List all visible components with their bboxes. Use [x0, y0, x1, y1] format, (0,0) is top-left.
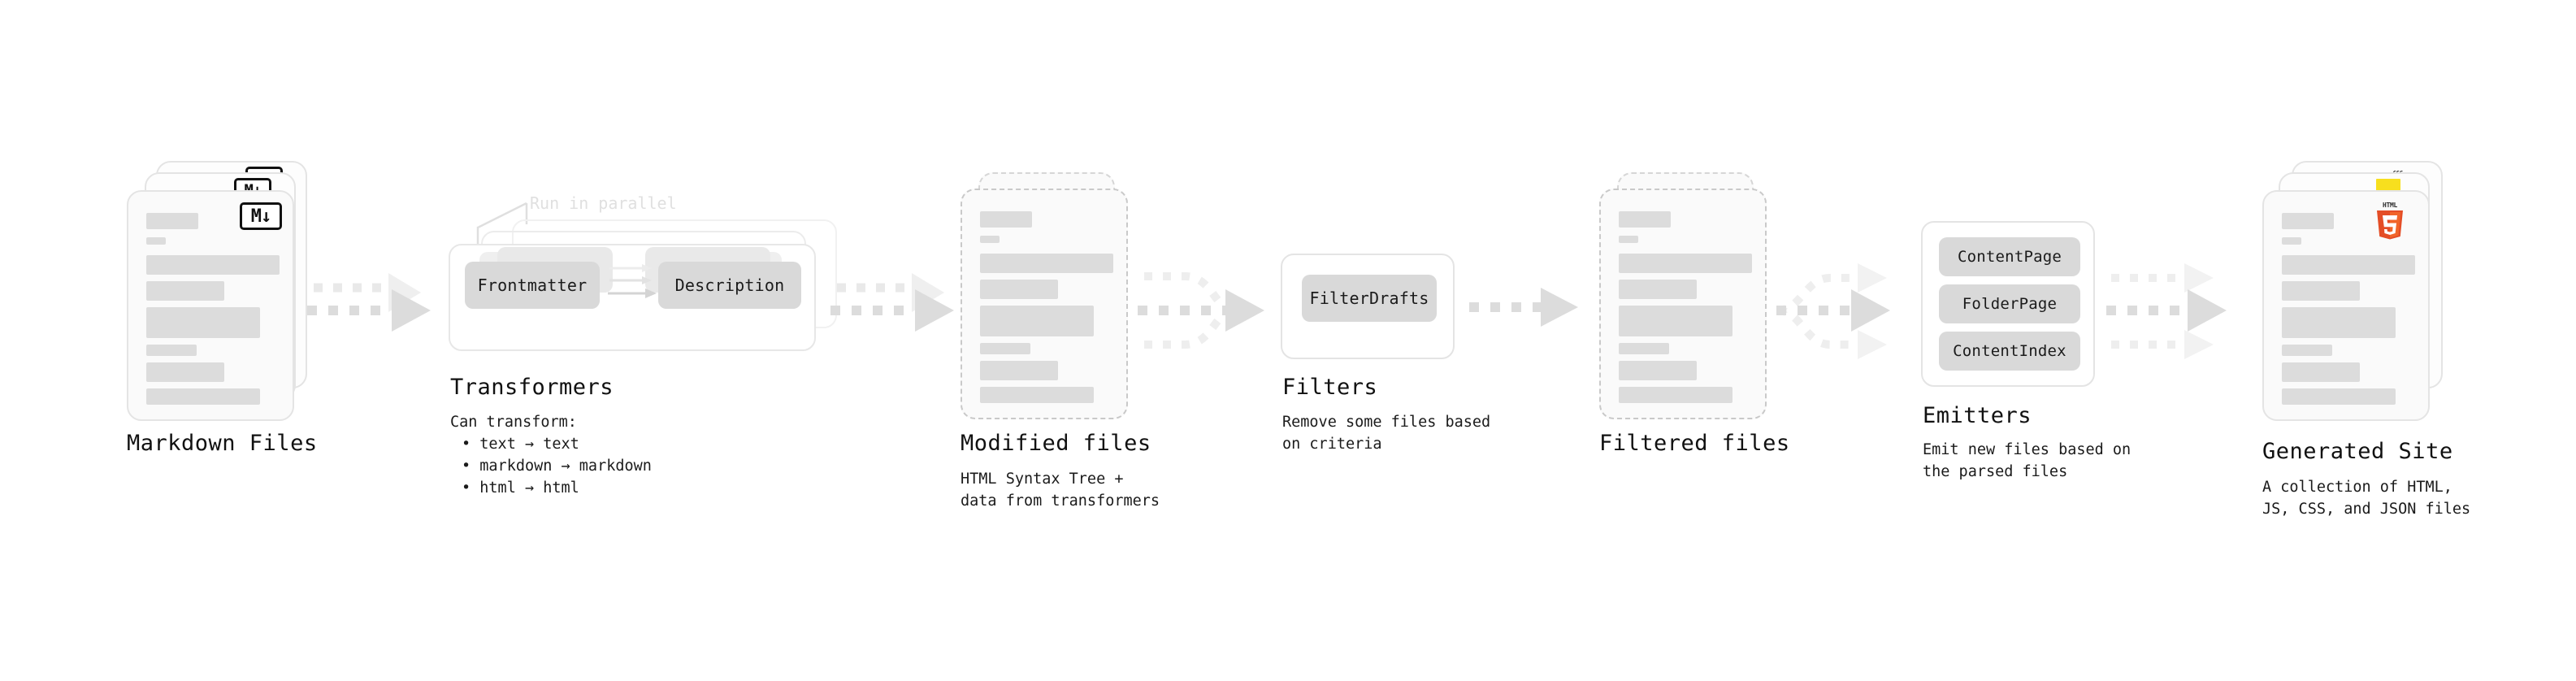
- transformers-subtitle: Can transform:: [450, 414, 577, 431]
- emitters-subtitle: Emit new files based on the parsed files: [1923, 441, 2131, 480]
- modified-files-stack: [961, 172, 1147, 432]
- skeleton-bar: [2282, 213, 2334, 229]
- skeleton-bar: [2282, 255, 2415, 275]
- skeleton-bar: [980, 387, 1094, 403]
- skeleton-bar: [980, 236, 1000, 243]
- skeleton-bar: [146, 255, 280, 275]
- doc-layer-front: [2262, 190, 2430, 421]
- skeleton-bar: [1619, 343, 1669, 354]
- transformers-group: Run in parallel Frontmatter Description: [449, 193, 855, 362]
- skeleton-bar: [146, 307, 260, 338]
- skeleton-bar: [2282, 307, 2396, 338]
- transformers-bullet-2: • html → html: [462, 479, 579, 497]
- html5-icon: HTML: [2373, 200, 2407, 240]
- skeleton-bar: [146, 388, 260, 405]
- markdown-files-title: Markdown Files: [127, 431, 318, 456]
- svg-text:HTML: HTML: [2383, 202, 2398, 209]
- filtered-files-title: Filtered files: [1599, 431, 1790, 456]
- connector-transformers-to-modified: [830, 268, 977, 349]
- skeleton-bar: [146, 237, 166, 245]
- skeleton-bar: [146, 362, 224, 382]
- skeleton-bar: [980, 211, 1032, 228]
- emitters-group: ContentPage FolderPage ContentIndex: [1921, 221, 2095, 387]
- skeleton-bar: [980, 343, 1030, 354]
- transformers-title: Transformers: [450, 375, 614, 400]
- connector-modified-to-filters: [1138, 258, 1284, 364]
- filters-subtitle: Remove some files based on criteria: [1282, 414, 1491, 453]
- chip-folderpage[interactable]: FolderPage: [1939, 284, 2080, 323]
- chip-filterdrafts[interactable]: FilterDrafts: [1302, 275, 1437, 322]
- skeleton-bar: [980, 254, 1113, 273]
- connector-filters-to-filtered: [1469, 286, 1599, 335]
- connector-filtered-to-emitters: [1776, 244, 1931, 382]
- chip-description[interactable]: Description: [658, 262, 801, 309]
- skeleton-bar: [980, 361, 1058, 380]
- transformers-annotation: Run in parallel: [530, 193, 677, 213]
- chip-frontmatter[interactable]: Frontmatter: [465, 262, 600, 309]
- doc-layer-front: [961, 189, 1128, 419]
- skeleton-bar: [2282, 281, 2360, 301]
- skeleton-bar: [1619, 361, 1697, 380]
- connector-emitters-to-site: [2106, 244, 2261, 382]
- generated-site-stack: CSS HTML: [2262, 161, 2457, 429]
- chip-contentpage[interactable]: ContentPage: [1939, 237, 2080, 276]
- transformers-bullet-1: • markdown → markdown: [462, 458, 652, 475]
- skeleton-bar: [2282, 345, 2332, 356]
- emitters-title: Emitters: [1923, 403, 2032, 428]
- skeleton-bar: [1619, 387, 1733, 403]
- doc-layer-front: [1599, 189, 1767, 419]
- skeleton-bar: [2282, 362, 2360, 382]
- filters-group: FilterDrafts: [1281, 254, 1455, 359]
- skeleton-bar: [980, 280, 1058, 299]
- chip-contentindex[interactable]: ContentIndex: [1939, 332, 2080, 371]
- filters-title: Filters: [1282, 375, 1378, 400]
- transformers-bullet-0: • text → text: [462, 436, 579, 453]
- skeleton-bar: [1619, 280, 1697, 299]
- skeleton-bar: [146, 213, 198, 229]
- connector-markdown-to-transformers: [307, 268, 453, 349]
- filtered-files-stack: [1599, 172, 1786, 432]
- transformer-inner-arrows: [608, 264, 657, 298]
- skeleton-bar: [2282, 237, 2301, 245]
- skeleton-bar: [1619, 254, 1752, 273]
- skeleton-bar: [980, 306, 1094, 336]
- generated-site-subtitle: A collection of HTML, JS, CSS, and JSON …: [2262, 479, 2471, 518]
- skeleton-bar: [2282, 388, 2396, 405]
- skeleton-bar: [146, 345, 197, 356]
- markdown-icon: M↓: [240, 202, 282, 230]
- skeleton-bar: [146, 281, 224, 301]
- markdown-files-stack: M↓ M↓ M↓: [127, 161, 314, 421]
- skeleton-bar: [1619, 211, 1671, 228]
- skeleton-bar: [1619, 306, 1733, 336]
- skeleton-bar: [1619, 236, 1638, 243]
- modified-files-subtitle: HTML Syntax Tree + data from transformer…: [961, 471, 1160, 510]
- modified-files-title: Modified files: [961, 431, 1151, 456]
- generated-site-title: Generated Site: [2262, 439, 2453, 464]
